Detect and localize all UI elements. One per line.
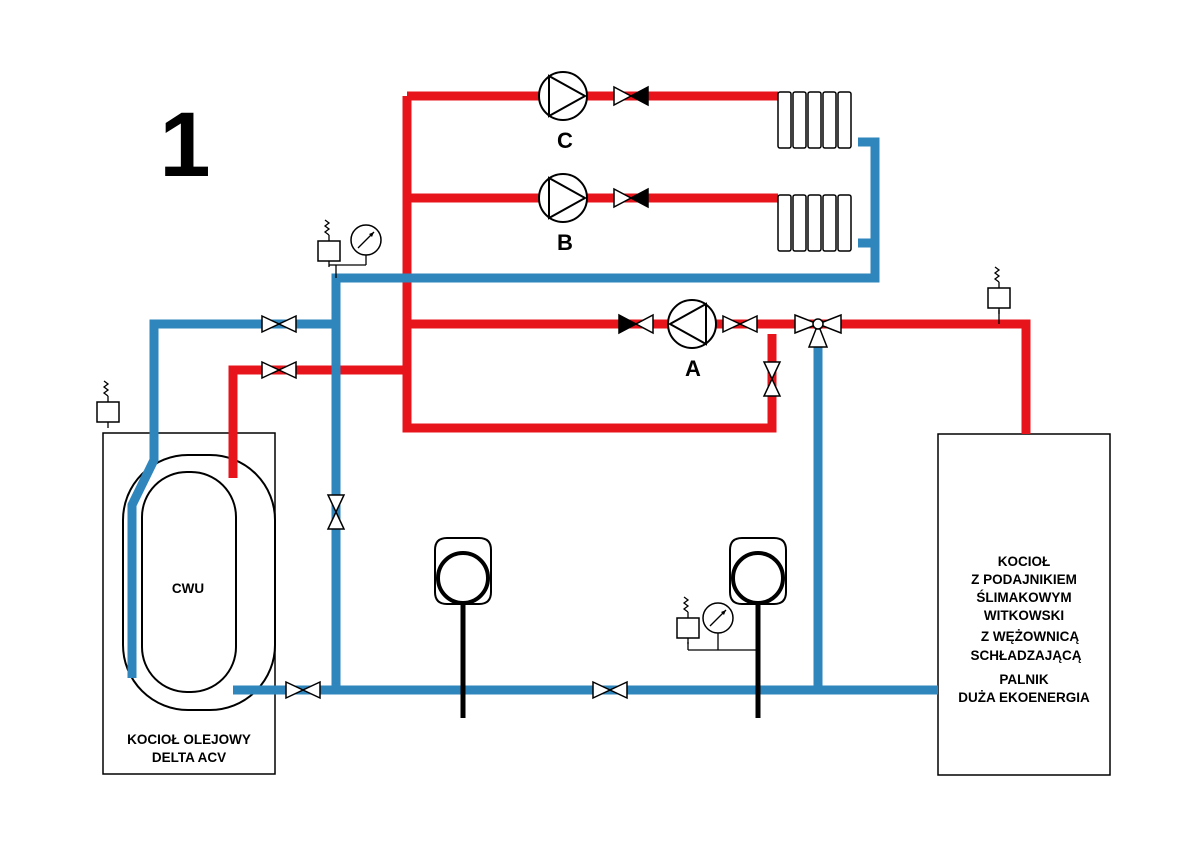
pressure-gauge-icon	[702, 602, 734, 634]
safety-group-top	[317, 219, 382, 278]
gate-valve-icon	[763, 361, 781, 397]
oil-boiler-label-line-1: KOCIOŁ OLEJOWY	[127, 732, 251, 747]
gate-valve-icon	[592, 681, 628, 699]
solid-fuel-boiler-outline	[937, 433, 1111, 776]
safety-valve-icon	[676, 596, 700, 645]
supply-to-dhw	[228, 365, 407, 478]
radiator-icon	[777, 91, 852, 149]
safety-group-boiler	[987, 266, 1011, 324]
safety-valve-icon	[987, 266, 1011, 315]
pressure-gauge-icon	[350, 224, 382, 256]
circulation-pump-icon	[667, 299, 717, 349]
gate-valve-icon	[261, 361, 297, 379]
boiler-label-line-2: Z PODAJNIKIEM	[971, 572, 1077, 587]
pump-a-label: A	[685, 356, 701, 381]
boiler-label-line-7: PALNIK	[999, 672, 1048, 687]
circulation-pump-icon	[538, 71, 588, 121]
solid-fuel-boiler-label: KOCIOŁ Z PODAJNIKIEM ŚLIMAKOWYM WITKOWSK…	[958, 554, 1090, 705]
check-valve-icon	[618, 314, 654, 334]
boiler-label-line-3: ŚLIMAKOWYM	[976, 590, 1071, 605]
oil-boiler-label-line-2: DELTA ACV	[152, 750, 226, 765]
cwu-label: CWU	[172, 581, 204, 596]
dhw-tank-inner	[141, 471, 237, 693]
gate-valve-icon	[261, 315, 297, 333]
safety-valve-icon	[96, 380, 120, 429]
radiator-icon	[777, 194, 852, 252]
gate-valve-icon	[722, 315, 758, 333]
supply-line-a	[407, 319, 1031, 434]
return-to-dhw	[127, 319, 336, 678]
check-valve-icon	[613, 86, 649, 106]
boiler-label-line-6: SCHŁADZAJĄCĄ	[971, 648, 1082, 663]
circulation-pump-icon	[538, 173, 588, 223]
supply-main-riser	[402, 96, 777, 433]
boiler-label-line-1: KOCIOŁ	[998, 554, 1051, 569]
return-pipes	[127, 137, 938, 695]
check-valve-icon	[613, 188, 649, 208]
pump-c-label: C	[557, 128, 573, 153]
safety-group-bottom	[676, 596, 760, 651]
gate-valve-icon	[285, 681, 321, 699]
three-way-valve-icon	[794, 313, 842, 348]
pump-b-label: B	[557, 230, 573, 255]
boiler-label-line-5: Z WĘŻOWNICĄ	[981, 629, 1079, 644]
boiler-label-line-4: WITKOWSKI	[984, 608, 1064, 623]
supply-pipes	[228, 91, 1031, 478]
diagram-number: 1	[159, 94, 210, 196]
boiler-label-line-8: DUŻA EKOENERGIA	[958, 690, 1090, 705]
safety-valve-icon	[317, 219, 341, 268]
gate-valve-icon	[327, 494, 345, 530]
return-from-radiators	[331, 137, 880, 690]
